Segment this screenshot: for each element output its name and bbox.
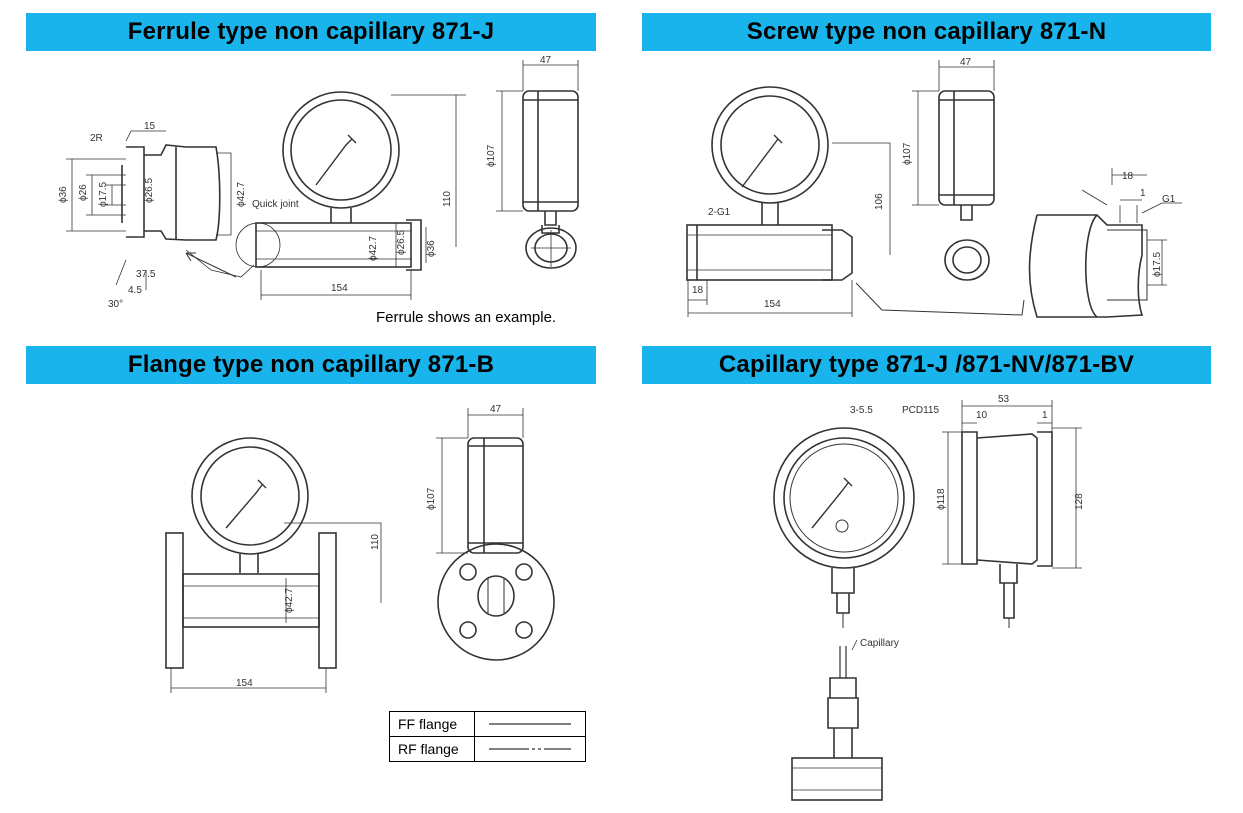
screw-dim-1: 1	[1140, 188, 1146, 199]
section-header-capillary: Capillary type 871-J /871-NV/871-BV	[642, 346, 1211, 384]
ferrule-dim-36: ϕ36	[58, 186, 69, 203]
ferrule-dim-30: 30°	[108, 299, 123, 310]
screw-dim-47: 47	[960, 57, 972, 68]
ferrule-dim-107: ϕ107	[486, 144, 497, 167]
solid-line-icon	[489, 723, 571, 725]
ferrule-dim-427: ϕ42.7	[236, 181, 247, 207]
legend-line-rf	[474, 736, 586, 762]
screw-dim-154: 154	[764, 299, 781, 310]
section-header-flange: Flange type non capillary 871-B	[26, 346, 596, 384]
ferrule-dim-375: 37.5	[136, 269, 156, 280]
capillary-label: Capillary	[860, 638, 899, 649]
ferrule-note: Ferrule shows an example.	[376, 309, 557, 326]
ferrule-dim-265b: ϕ26.5	[396, 229, 407, 255]
flange-legend: FF flange RF flange	[389, 711, 586, 762]
ferrule-dim-26: ϕ26	[78, 184, 89, 201]
screw-dim-18b: 18	[1122, 171, 1134, 182]
capillary-dim-pcd: PCD115	[902, 405, 939, 416]
screw-dim-175: ϕ17.5	[1152, 251, 1163, 277]
legend-row-rf: RF flange	[389, 736, 586, 762]
ferrule-dim-45: 4.5	[128, 285, 142, 296]
section-header-screw: Screw type non capillary 871-N	[642, 13, 1211, 51]
screw-dim-2g1: 2-G1	[708, 207, 731, 218]
capillary-dim-355: 3-5.5	[850, 405, 873, 416]
legend-label-ff: FF flange	[389, 711, 475, 737]
capillary-dim-10: 10	[976, 410, 988, 421]
screw-dim-107: ϕ107	[902, 142, 913, 165]
screw-dim-18: 18	[692, 285, 704, 296]
capillary-dim-1: 1	[1042, 410, 1048, 421]
screw-dim-106: 106	[874, 193, 885, 210]
screw-dim-g1: G1	[1162, 194, 1176, 205]
ferrule-dim-175: ϕ17.5	[98, 181, 109, 207]
screw-type-drawing: 47 ϕ107 106 2-G1 18 154 18 1 G1 ϕ17.5	[686, 57, 1182, 318]
flange-dim-47: 47	[490, 404, 502, 415]
ferrule-dim-2r: 2R	[90, 133, 103, 144]
ferrule-dim-110: 110	[442, 191, 453, 207]
ferrule-dim-15: 15	[144, 121, 156, 132]
ferrule-dim-427b: ϕ42.7	[368, 235, 379, 261]
flange-dim-110: 110	[370, 534, 381, 550]
ferrule-type-drawing: 15 2R ϕ36 ϕ26 ϕ17.5 ϕ26.5 ϕ42.7 37.5 4.5…	[58, 55, 579, 310]
capillary-dim-118: ϕ118	[936, 488, 947, 510]
ferrule-quick-joint-label: Quick joint	[252, 199, 299, 210]
legend-label-rf: RF flange	[389, 736, 475, 762]
capillary-dim-53: 53	[998, 394, 1010, 405]
legend-line-ff	[474, 711, 586, 737]
flange-type-drawing: 47 ϕ107 110 ϕ42.7 154	[165, 404, 555, 693]
section-header-ferrule: Ferrule type non capillary 871-J	[26, 13, 596, 51]
ferrule-dim-265: ϕ26.5	[144, 177, 155, 203]
capillary-dim-128: 128	[1074, 493, 1085, 510]
dash-dot-line-icon	[489, 748, 571, 750]
capillary-type-drawing: 3-5.5 PCD115 53 10 1 ϕ118 128 Capillary	[773, 394, 1085, 801]
ferrule-dim-47: 47	[540, 55, 552, 66]
ferrule-dim-154: 154	[331, 283, 348, 294]
flange-dim-427: ϕ42.7	[284, 587, 295, 613]
legend-row-ff: FF flange	[389, 711, 586, 737]
flange-dim-154: 154	[236, 678, 253, 689]
flange-dim-107: ϕ107	[426, 487, 437, 510]
ferrule-dim-36b: ϕ36	[426, 240, 437, 257]
